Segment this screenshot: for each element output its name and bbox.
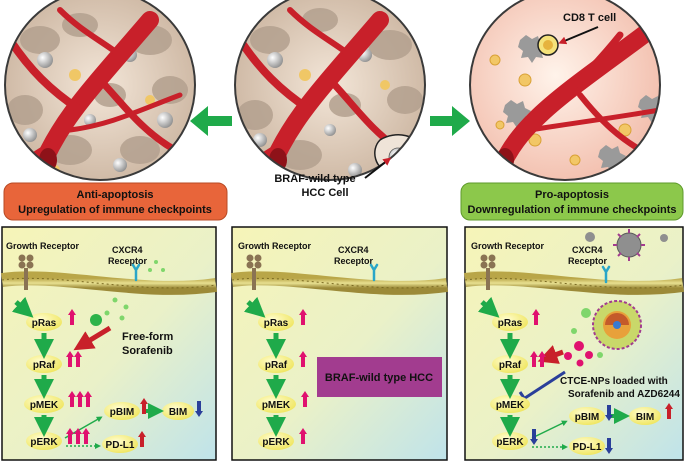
banner-right-line2: Downregulation of immune checkpoints [467,204,676,216]
up-arrow-icon [299,309,309,444]
panel-left: Growth Receptor CXCR4 Receptor Free-form… [1,226,217,461]
np-label-line2: Sorafenib and AZD6244 [568,389,680,400]
svg-text:pRaf: pRaf [33,360,56,371]
svg-text:pBIM: pBIM [575,412,599,423]
cxcr4-receptor-icon [601,265,611,284]
panel-right: Growth Receptor CXCR4 Receptor [464,226,684,461]
up-arrow-icon [530,309,673,419]
svg-text:BIM: BIM [169,407,187,418]
node-pBIM: pBIM [569,407,605,425]
cxcr4-receptor-icon [131,263,141,282]
svg-text:pMEK: pMEK [496,400,525,411]
pointer-arrow-icon [558,26,599,45]
growth-receptor-label: Growth Receptor [471,241,545,251]
node-pERK: pERK [492,432,528,450]
svg-text:pRaf: pRaf [499,360,522,371]
sorafenib-inhibit-arrow-icon [73,325,112,351]
node-pMEK: pMEK [24,395,64,413]
tumor-circle-left [4,0,196,181]
braf-cell-label-line1: BRAF-wild type [274,173,355,185]
drug-label-line1: Free-form [122,331,174,343]
node-BIM: BIM [162,402,194,420]
drug-label-line2: Sorafenib [122,345,173,357]
down-arrow-icon [530,405,613,454]
node-pRas: pRas [258,313,294,331]
green-right-arrow-icon [430,106,470,136]
braf-cell-label-line2: HCC Cell [301,187,348,199]
svg-text:pMEK: pMEK [262,400,291,411]
banner-left-line2: Upregulation of immune checkpoints [18,204,212,216]
svg-text:pERK: pERK [30,437,58,448]
nanoparticle-icon [585,229,668,261]
panel-middle: Growth Receptor CXCR4 Receptor pRas pRaf… [231,226,448,461]
tumor-circle-right [469,0,661,181]
svg-text:pRas: pRas [264,318,289,329]
growth-receptor-icon [246,254,262,290]
banner-pro-apoptosis: Pro-apoptosis Downregulation of immune c… [460,182,684,221]
cxcr4-label-line1: CXCR4 [112,245,143,255]
svg-text:pRas: pRas [32,318,57,329]
svg-text:PD-L1: PD-L1 [573,442,602,453]
cxcr4-label-line2: Receptor [108,256,148,266]
inhibit-arrow-icon [524,370,566,400]
growth-receptor-icon [18,254,34,290]
node-pRaf: pRaf [258,355,294,373]
cxcr4-receptor-icon [369,263,379,282]
growth-receptor-label: Growth Receptor [6,241,80,251]
node-PD-L1: PD-L1 [569,437,605,455]
cxcr4-label-line2: Receptor [334,256,374,266]
svg-text:pRas: pRas [498,318,523,329]
node-pERK: pERK [26,432,62,450]
node-pRaf: pRaf [492,355,528,373]
braf-hcc-box [317,357,442,397]
cd8-t-cell-label: CD8 T cell [563,12,616,24]
green-left-arrow-icon [190,106,232,136]
node-pMEK: pMEK [256,395,296,413]
svg-text:pERK: pERK [262,437,290,448]
banner-right-line1: Pro-apoptosis [535,189,609,201]
down-arrow-icon [195,401,203,417]
svg-text:pMEK: pMEK [30,400,59,411]
node-pBIM: pBIM [104,402,140,420]
banner-left-line1: Anti-apoptosis [77,189,154,201]
up-arrow-icon [66,309,148,447]
node-PD-L1: PD-L1 [102,435,138,453]
sorafenib-molecule-icon [90,314,102,326]
svg-text:pERK: pERK [496,437,524,448]
node-pRas: pRas [492,313,528,331]
node-pERK: pERK [258,432,294,450]
np-label-line1: CTCE-NPs loaded with [560,376,668,387]
ctce-nanoparticle-icon [592,300,642,350]
svg-text:PD-L1: PD-L1 [106,440,135,451]
svg-text:BIM: BIM [636,412,654,423]
node-pRas: pRas [26,313,62,331]
growth-receptor-icon [480,254,496,290]
cxcr4-label-line2: Receptor [568,256,608,266]
cxcr4-label-line1: CXCR4 [572,245,603,255]
node-BIM: BIM [629,407,661,425]
tumor-circle-middle [234,0,426,181]
node-pMEK: pMEK [490,395,530,413]
growth-receptor-label: Growth Receptor [238,241,312,251]
cxcr4-label-line1: CXCR4 [338,245,369,255]
inhibit-arrow-icon [537,345,564,364]
svg-text:pRaf: pRaf [265,360,288,371]
node-pRaf: pRaf [26,355,62,373]
pointer-arrow-icon [364,157,392,179]
braf-hcc-box-label: BRAF-wild type HCC [325,372,433,384]
banner-anti-apoptosis: Anti-apoptosis Upregulation of immune ch… [3,182,228,221]
svg-text:pBIM: pBIM [110,407,134,418]
